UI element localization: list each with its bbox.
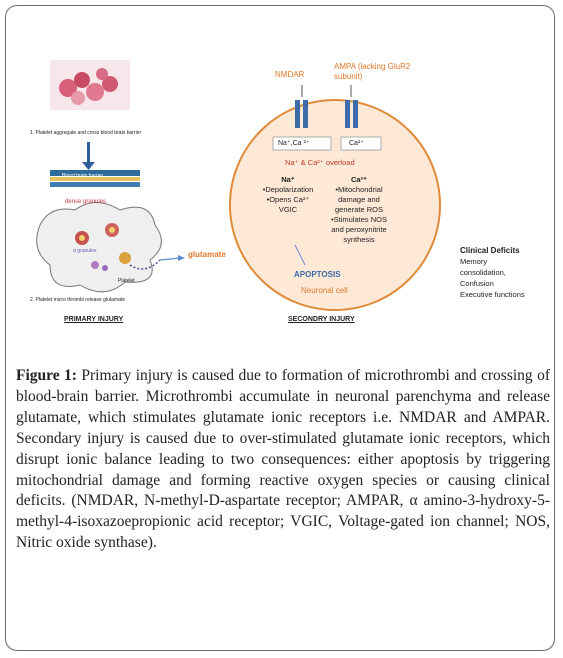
down-arrow [87, 142, 90, 164]
neuronal-cell-graphic [229, 85, 441, 311]
clinical-item: Memory [460, 257, 488, 266]
clinical-deficits: Clinical Deficits Memory consolidation, … [460, 245, 525, 300]
neuronal-cell-label: Neuronal cell [301, 286, 348, 295]
alpha-granules-label: α granules [73, 248, 97, 254]
secondary-injury-title: SECONDRY INJURY [288, 316, 355, 323]
channel-box-left [272, 136, 332, 151]
primary-injury-illustration [36, 60, 185, 293]
na-item: VGIC [278, 205, 298, 214]
ca-item: and peroxynitrite [331, 225, 387, 234]
overload-label: Na⁺ & Ca²⁺ overload [285, 158, 355, 167]
figure-caption-text: Primary injury is caused due to formatio… [16, 367, 550, 552]
na-item: •Depolarization [262, 185, 314, 194]
ampa-receptor [345, 100, 350, 128]
neuronal-cell-circle [229, 99, 441, 311]
platelet-aggregate-image [50, 60, 130, 110]
ca-item: damage and [338, 195, 380, 204]
ca-item: generate ROS [335, 205, 383, 214]
bbb-label: Blood brain barrier [62, 173, 104, 179]
glutamate-arrow [159, 257, 181, 261]
clinical-item: Confusion [460, 279, 494, 288]
primary-injury-title: PRIMARY INJURY [64, 316, 124, 323]
step2-caption: 2. Platelet micro thrombi release glutam… [30, 297, 126, 303]
clinical-title: Clinical Deficits [460, 246, 520, 255]
clinical-item: Executive functions [460, 290, 525, 299]
nmdar-label: NMDAR [275, 70, 305, 79]
ca-heading: Ca²⁺ [350, 175, 368, 184]
ca-item: •Stimulates NOS [331, 215, 387, 224]
na-heading: Na⁺ [281, 175, 295, 184]
ca-item: •Mitochondrial [335, 185, 383, 194]
na-item: •Opens Ca²⁺ [266, 195, 310, 204]
apoptosis-label: APOPTOSIS [294, 270, 341, 279]
nmdar-receptor [295, 100, 300, 128]
clinical-item: consolidation, [460, 268, 506, 277]
platelet-label: Platelet [118, 278, 135, 284]
channel-right-label: Ca²⁺ [349, 140, 364, 147]
dense-granules-label: dense granules [65, 199, 107, 205]
na-effects: Na⁺ •Depolarization •Opens Ca²⁺ VGIC [262, 175, 314, 215]
ca-effects: Ca²⁺ •Mitochondrial damage and generate … [320, 175, 398, 245]
channel-box-right [340, 136, 382, 151]
blood-brain-barrier-graphic [50, 170, 140, 187]
step1-caption: 1. Platelet aggregate and cross blood br… [30, 130, 142, 136]
figure-caption: Figure 1: Primary injury is caused due t… [16, 366, 550, 554]
glutamate-label: glutamate [188, 250, 226, 259]
figure-label: Figure 1: [16, 367, 77, 384]
channel-left-label: Na⁺,Ca ²⁺ [278, 140, 310, 147]
ampa-label: AMPA (lacking GluR2 subunit) [334, 62, 411, 81]
figure-frame [5, 5, 555, 651]
ca-item: synthesis [343, 235, 375, 244]
platelet-cell [36, 202, 162, 293]
